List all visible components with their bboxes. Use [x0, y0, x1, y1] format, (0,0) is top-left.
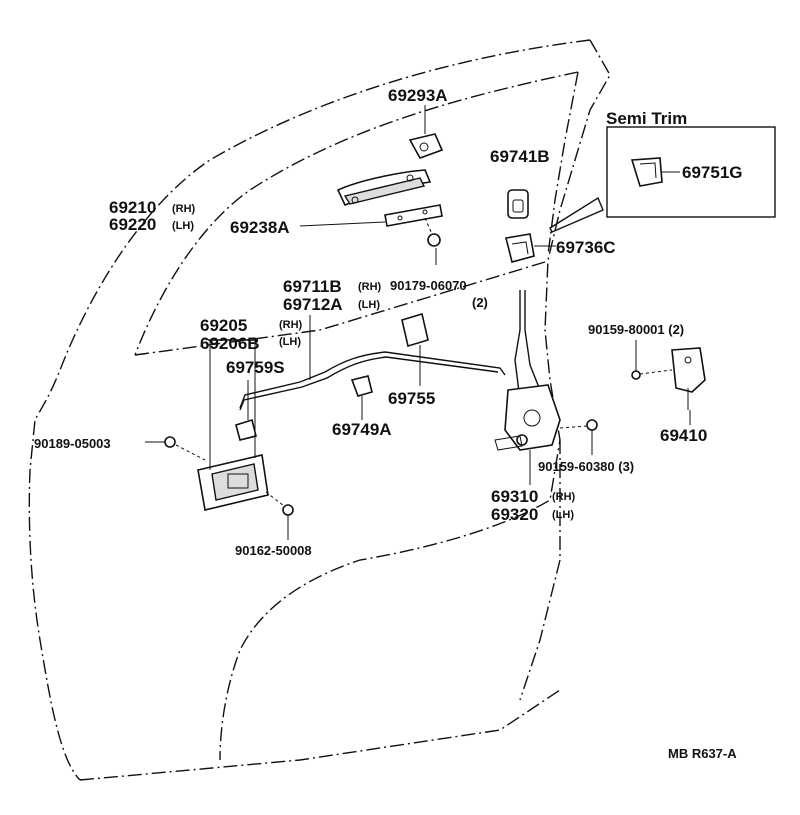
diagram-footer-code: MB R637-A	[668, 746, 737, 761]
label-90189: 90189-05003	[34, 436, 111, 451]
pad-69741B-shape	[507, 189, 529, 219]
clip-69751G-shape	[630, 157, 680, 187]
outside-handle-shape	[336, 169, 432, 207]
label-69711B: 69711B	[283, 277, 342, 296]
label-90162: 90162-50008	[235, 543, 312, 558]
label-69310: 69310	[491, 487, 538, 506]
door-outline	[28, 39, 611, 781]
pad-69755-shape	[401, 312, 429, 386]
screw-90162-shape	[265, 491, 294, 540]
label-69320: 69320	[491, 505, 538, 524]
label-69749A: 69749A	[332, 420, 392, 439]
label-69210-rh: (RH)	[172, 203, 196, 215]
label-69320-lh: (LH)	[552, 509, 574, 521]
label-90159-60380: 90159-60380 (3)	[538, 459, 634, 474]
label-90179-qty: (2)	[472, 295, 488, 310]
nut-90179-shape	[424, 217, 441, 265]
label-69238A: 69238A	[230, 218, 290, 237]
bracket-69293A-shape	[408, 105, 444, 159]
inside-handle-shape	[197, 339, 269, 511]
door-lock-assembly-shape	[494, 290, 561, 485]
label-69751G: 69751G	[682, 163, 743, 182]
label-69220: 69220	[109, 215, 156, 234]
control-rod-shape	[239, 315, 506, 411]
screw-90189-shape	[145, 436, 206, 461]
label-69205-rh: (RH)	[279, 319, 303, 331]
label-69759S: 69759S	[226, 358, 285, 377]
label-69293A: 69293A	[388, 86, 448, 105]
label-69205: 69205	[200, 316, 247, 335]
label-69755: 69755	[388, 389, 435, 408]
striker-69410-shape	[671, 347, 706, 425]
label-69206B: 69206B	[200, 334, 260, 353]
label-69712A-lh: (LH)	[358, 299, 380, 311]
screw-90159-80001-shape	[631, 340, 673, 380]
screws-90159-60380-shape	[559, 419, 598, 455]
inset-title: Semi Trim	[606, 109, 687, 128]
label-69206B-lh: (LH)	[279, 336, 301, 348]
label-69741B: 69741B	[490, 147, 550, 166]
label-69220-lh: (LH)	[172, 220, 194, 232]
label-69410: 69410	[660, 426, 707, 445]
label-90179: 90179-06070	[390, 278, 467, 293]
clip-69759S-shape	[235, 380, 257, 441]
label-69736C: 69736C	[556, 238, 616, 257]
clip-69749A-shape	[350, 375, 373, 420]
part-labels: 69293A 69741B 69751G 69210 (RH) 69220 (L…	[34, 86, 743, 558]
clip-69736C-shape	[505, 233, 556, 263]
label-69712A: 69712A	[283, 295, 343, 314]
label-69711B-rh: (RH)	[358, 281, 382, 293]
semi-trim-inset: Semi Trim	[549, 109, 776, 233]
label-90159-80001: 90159-80001 (2)	[588, 322, 684, 337]
bracket-69238A-shape	[299, 204, 443, 227]
label-69310-rh: (RH)	[552, 491, 576, 503]
label-69210: 69210	[109, 198, 156, 217]
